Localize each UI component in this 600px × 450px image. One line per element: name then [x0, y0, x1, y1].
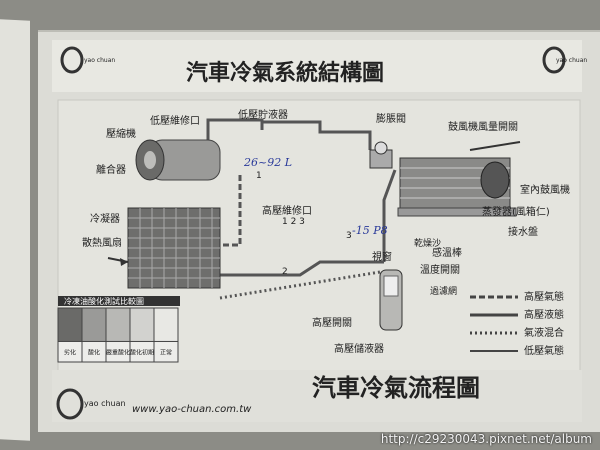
condenser-grid	[128, 208, 220, 288]
label-filter-net: 過濾網	[430, 285, 457, 297]
condenser	[107, 207, 221, 289]
photo-watermark: http://c29230043.pixnet.net/album	[380, 432, 592, 446]
oil-table-title: 冷凍油酸化測試比較圖	[64, 296, 144, 306]
oil-cell-label-1: 酸化	[88, 348, 100, 356]
label-num3: 3	[346, 231, 352, 241]
label-blower-switch: 鼓風機風量開關	[448, 120, 518, 133]
line-legend: 高壓氣態 高壓液態 氣液混合 低壓氣態	[470, 290, 564, 357]
refrigerant-pipes	[206, 118, 397, 300]
pipe-to-expansion	[382, 169, 397, 262]
oil-cell-label-0: 劣化	[64, 348, 76, 356]
label-clutch: 離合器	[96, 163, 126, 176]
airflow-arrow-out	[469, 141, 521, 151]
footer-band	[52, 370, 582, 422]
oil-table-cells: 劣化 酸化嚴重酸化酸化初期正常	[57, 307, 179, 363]
label-indoor-blower: 室內鼓風機	[520, 183, 570, 196]
label-compressor: 壓縮機	[106, 127, 136, 140]
legend-label-0: 高壓氣態	[524, 290, 564, 303]
label-temp-rod: 感溫棒	[432, 246, 462, 259]
website-url: www.yao-chuan.com.tw	[132, 404, 252, 415]
label-low-port: 低壓維修口	[150, 114, 200, 127]
oil-cell-swatch-2	[105, 307, 131, 342]
oil-cell-label-box-4	[153, 340, 179, 363]
pipe-high-gas	[220, 175, 242, 247]
label-num1: 1	[256, 171, 262, 181]
handwriting-low-pressure: -15 P8	[352, 224, 388, 237]
label-high-switch: 高壓開關	[312, 316, 352, 329]
oil-cell-label-4: 正常	[160, 348, 172, 356]
header-band	[52, 40, 582, 92]
legend-label-1: 高壓液態	[524, 308, 564, 321]
oil-cell-swatch-4	[153, 307, 179, 342]
drain-pan	[397, 207, 517, 217]
oil-cell-label-2: 嚴重酸化	[106, 348, 130, 356]
label-drain-pan: 接水盤	[508, 225, 538, 238]
label-sight-glass: 視窗	[372, 250, 392, 263]
label-high-receiver: 高壓儲液器	[334, 342, 384, 355]
diagram-title: 汽車冷氣系統結構圖	[186, 60, 384, 86]
label-fan: 散熱風扇	[82, 236, 122, 249]
label-low-receiver: 低壓貯液器	[238, 108, 288, 121]
footer-title: 汽車冷氣流程圖	[312, 374, 480, 402]
pipe-receiver-line	[219, 270, 381, 300]
label-high-port-nums: 1 2 3	[282, 217, 305, 227]
logo-text-top-right: yao chuan	[556, 57, 587, 64]
oil-cell-swatch-1	[81, 307, 107, 342]
legend-label-2: 氣液混合	[524, 326, 564, 339]
label-high-port: 高壓維修口	[262, 204, 312, 217]
evaporator	[397, 141, 521, 217]
label-condenser: 冷凝器	[90, 212, 120, 225]
logo-bottom-left: yao chuan	[56, 388, 126, 420]
label-expansion-valve: 膨脹閥	[376, 112, 406, 125]
logo-text-bottom: yao chuan	[84, 399, 126, 408]
pipe-low-return	[260, 120, 372, 150]
handwriting-high-pressure: 26~92 L	[243, 156, 292, 169]
pipe-high-liquid	[220, 260, 384, 277]
logo-top-right: yao chuan	[542, 46, 587, 74]
legend-label-3: 低壓氣態	[524, 344, 564, 357]
oil-cell-swatch-0	[57, 307, 83, 342]
label-num2: 2	[282, 267, 288, 277]
label-evaporator: 蒸發器(風箱仁)	[482, 205, 550, 218]
indoor-blower	[480, 161, 510, 199]
compressor	[135, 139, 221, 181]
oil-cell-label-3: 酸化初期	[130, 348, 154, 356]
expansion-valve	[369, 141, 393, 169]
high-pressure-receiver	[379, 269, 403, 331]
label-temp-switch: 溫度開關	[420, 263, 460, 276]
logo-text-top-left: yao chuan	[84, 57, 115, 64]
oil-acid-table: 冷凍油酸化測試比較圖 劣化 酸化嚴重酸化酸化初期正常	[57, 296, 180, 363]
logo-top-left: yao chuan	[60, 46, 115, 74]
oil-cell-swatch-3	[129, 307, 155, 342]
oil-table-header	[58, 296, 180, 306]
label-desiccant: 乾燥沙	[414, 237, 441, 249]
component-labels: 低壓維修口 低壓貯液器 膨脹閥 鼓風機風量開關 壓縮機 離合器 冷凝器 散熱風扇…	[82, 108, 570, 355]
